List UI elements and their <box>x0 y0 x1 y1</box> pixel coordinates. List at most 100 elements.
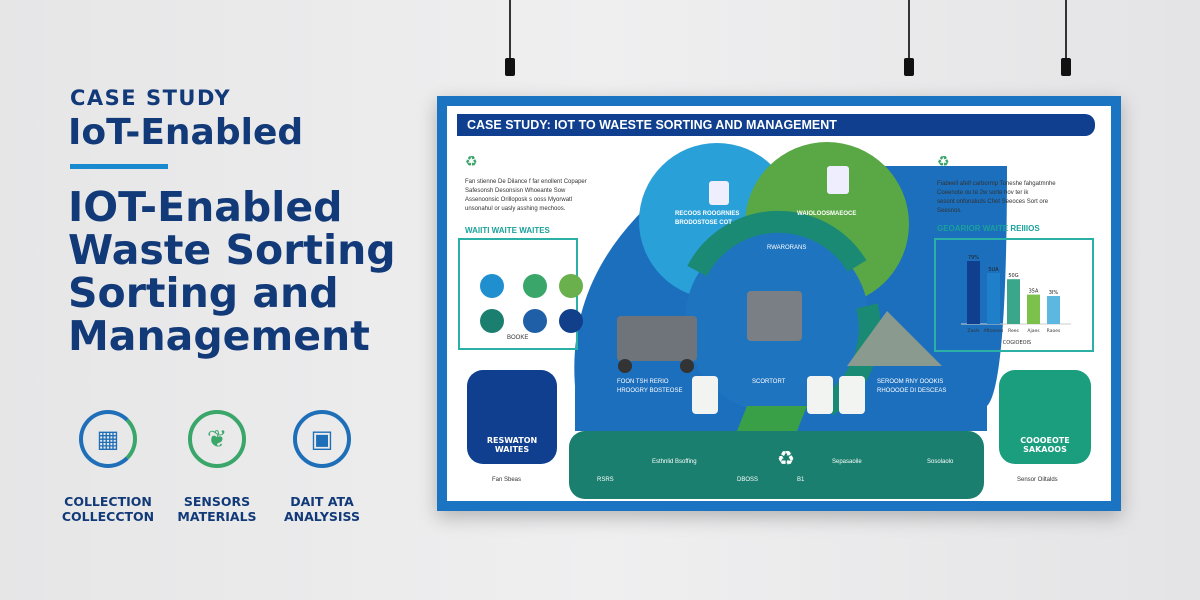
left-section-heading: WAIITI WAITE WAITES <box>465 226 550 235</box>
footer-item: DBOSS <box>737 477 759 483</box>
cycle-arrow <box>687 210 867 277</box>
bar <box>1027 294 1040 324</box>
plant-icon: ❦ <box>188 410 246 468</box>
bar-value-label: 3I% <box>1049 290 1059 296</box>
text-line: SEROOM RNY OOOKIS <box>877 379 944 385</box>
card-line: SAKAOOS <box>1023 445 1067 454</box>
category-icon <box>523 274 547 298</box>
bar-value-label: 50G <box>1008 273 1018 279</box>
can-image <box>827 166 849 194</box>
category-icon <box>559 309 583 333</box>
feature-label: DAIT ATA <box>290 494 354 509</box>
can-image <box>709 181 729 205</box>
intro-line: Fan stienne De Dilance f far enollent Co… <box>465 179 587 185</box>
footer-item: B1 <box>797 477 805 483</box>
hanging-wire <box>509 0 511 58</box>
monitor-icon: ▣ <box>293 410 351 468</box>
category-label: Raoes <box>1047 328 1061 334</box>
accent-rule <box>70 164 168 169</box>
category-icon <box>480 274 504 298</box>
right-intro: Fiabeell afelf carbormp Toneshe fahgatmn… <box>937 180 1097 216</box>
feature-label: COLLECCTON <box>61 509 155 524</box>
right-card <box>999 370 1091 464</box>
kicker: CASE STUDY <box>70 86 232 110</box>
intro-line: sesont onfonaluds Chet Seeoces Sort ore <box>937 199 1049 205</box>
bar-value-label: 79% <box>968 255 979 261</box>
left-card-caption: Fan Sbeas <box>492 477 522 483</box>
category-icon <box>523 309 547 333</box>
title-line: Management <box>68 312 370 360</box>
bar-value-label: 5UA <box>988 267 999 273</box>
feature-label: ANALYSISS <box>284 509 360 524</box>
card-line: RESWATON <box>486 436 538 445</box>
title-line: Sorting and <box>68 269 339 317</box>
bubble-line: RECOOS ROOGRNIES <box>675 211 740 217</box>
text-line: RHOOOOE DI DESCEAS <box>877 388 947 394</box>
card-line: COOOEOTE <box>1020 436 1070 445</box>
recycle-icon: ♻ <box>777 446 795 470</box>
right-section-heading: GEOARIOR WAITE REIIIOS <box>937 224 1040 233</box>
right-card-caption: Sensor Oiltalds <box>1017 477 1058 483</box>
bar <box>987 272 1000 324</box>
text-line: FOON TSH RERIO <box>617 379 669 385</box>
center-bottom-label: SCORTORT <box>752 379 786 385</box>
title-line: IOT-Enabled <box>68 183 343 231</box>
poster-graphics: 79%Zaols5UAAftoones50GRees35AAjaes3I%Rao… <box>458 142 1094 499</box>
hanging-wire <box>908 0 910 58</box>
bar <box>1047 296 1060 324</box>
feature-label: COLLECTION <box>64 494 152 509</box>
bin-image <box>747 291 802 341</box>
green-wedge <box>737 406 807 431</box>
ring-label: RWARORANS <box>767 245 807 251</box>
chart-box <box>934 238 1094 352</box>
bar-chart: 79%Zaols5UAAftoones50GRees35AAjaes3I%Rao… <box>961 255 1071 346</box>
category-label: Ajaes <box>1027 328 1040 334</box>
bottom-right-text: SEROOM RNY OOOKIS RHOOOOE DI DESCEAS <box>877 378 946 396</box>
category-label: Zaols <box>967 328 980 334</box>
bar-value-label: 35A <box>1029 289 1039 295</box>
intro-line: Seesnos. <box>937 208 963 214</box>
category-icon <box>559 274 583 298</box>
footer-item: Sepasaoile <box>832 459 862 465</box>
cart-image <box>617 316 697 361</box>
text-line: HROOGRY BOSTEOSE <box>617 388 683 394</box>
city-map-icon: ▦ <box>79 410 137 468</box>
footer-band <box>569 431 984 499</box>
intro-line: Coeenote ou te 2w sorte hov ter ik <box>937 190 1029 196</box>
footer-item: RSRS <box>597 477 614 483</box>
poster-title: CASE STUDY: IOT TO WAESTE SORTING AND MA… <box>457 114 1095 136</box>
page-title: IOT-Enabled Waste Sorting Sorting and Ma… <box>68 186 428 358</box>
intro-line: unsonahul or uasly asshing mechoos. <box>465 206 566 212</box>
waste-pile-image <box>847 311 942 366</box>
intro-line: Safesonsh Desonsisn Whoeante Sow <box>465 188 566 194</box>
hanging-clip <box>1061 58 1071 76</box>
can-image <box>692 376 718 414</box>
can-image <box>839 376 865 414</box>
bar <box>967 261 980 324</box>
bar <box>1007 279 1020 324</box>
left-box <box>458 238 578 350</box>
wheel <box>618 359 632 373</box>
can-image <box>807 376 833 414</box>
green-bubble-label: WAIOLOOSMAEOCE <box>797 211 857 217</box>
category-label: Rees <box>1008 328 1019 334</box>
feature-label: SENSORS <box>183 494 251 509</box>
title-line: Waste Sorting <box>68 226 396 274</box>
card-line: WAITES <box>494 445 530 454</box>
intro-line: Fiabeell afelf carbormp Toneshe fahgatmn… <box>937 181 1056 187</box>
category-icon <box>480 309 504 333</box>
recycle-icon: ♻ <box>465 154 478 170</box>
intro-line: Assenoonsic Orilloposk s ooss Myorwatl <box>465 197 573 203</box>
left-box-caption: BOOKE <box>507 335 529 341</box>
wheel <box>680 359 694 373</box>
left-intro: Fan stienne De Dilance f far enollent Co… <box>465 178 615 214</box>
hanging-clip <box>505 58 515 76</box>
